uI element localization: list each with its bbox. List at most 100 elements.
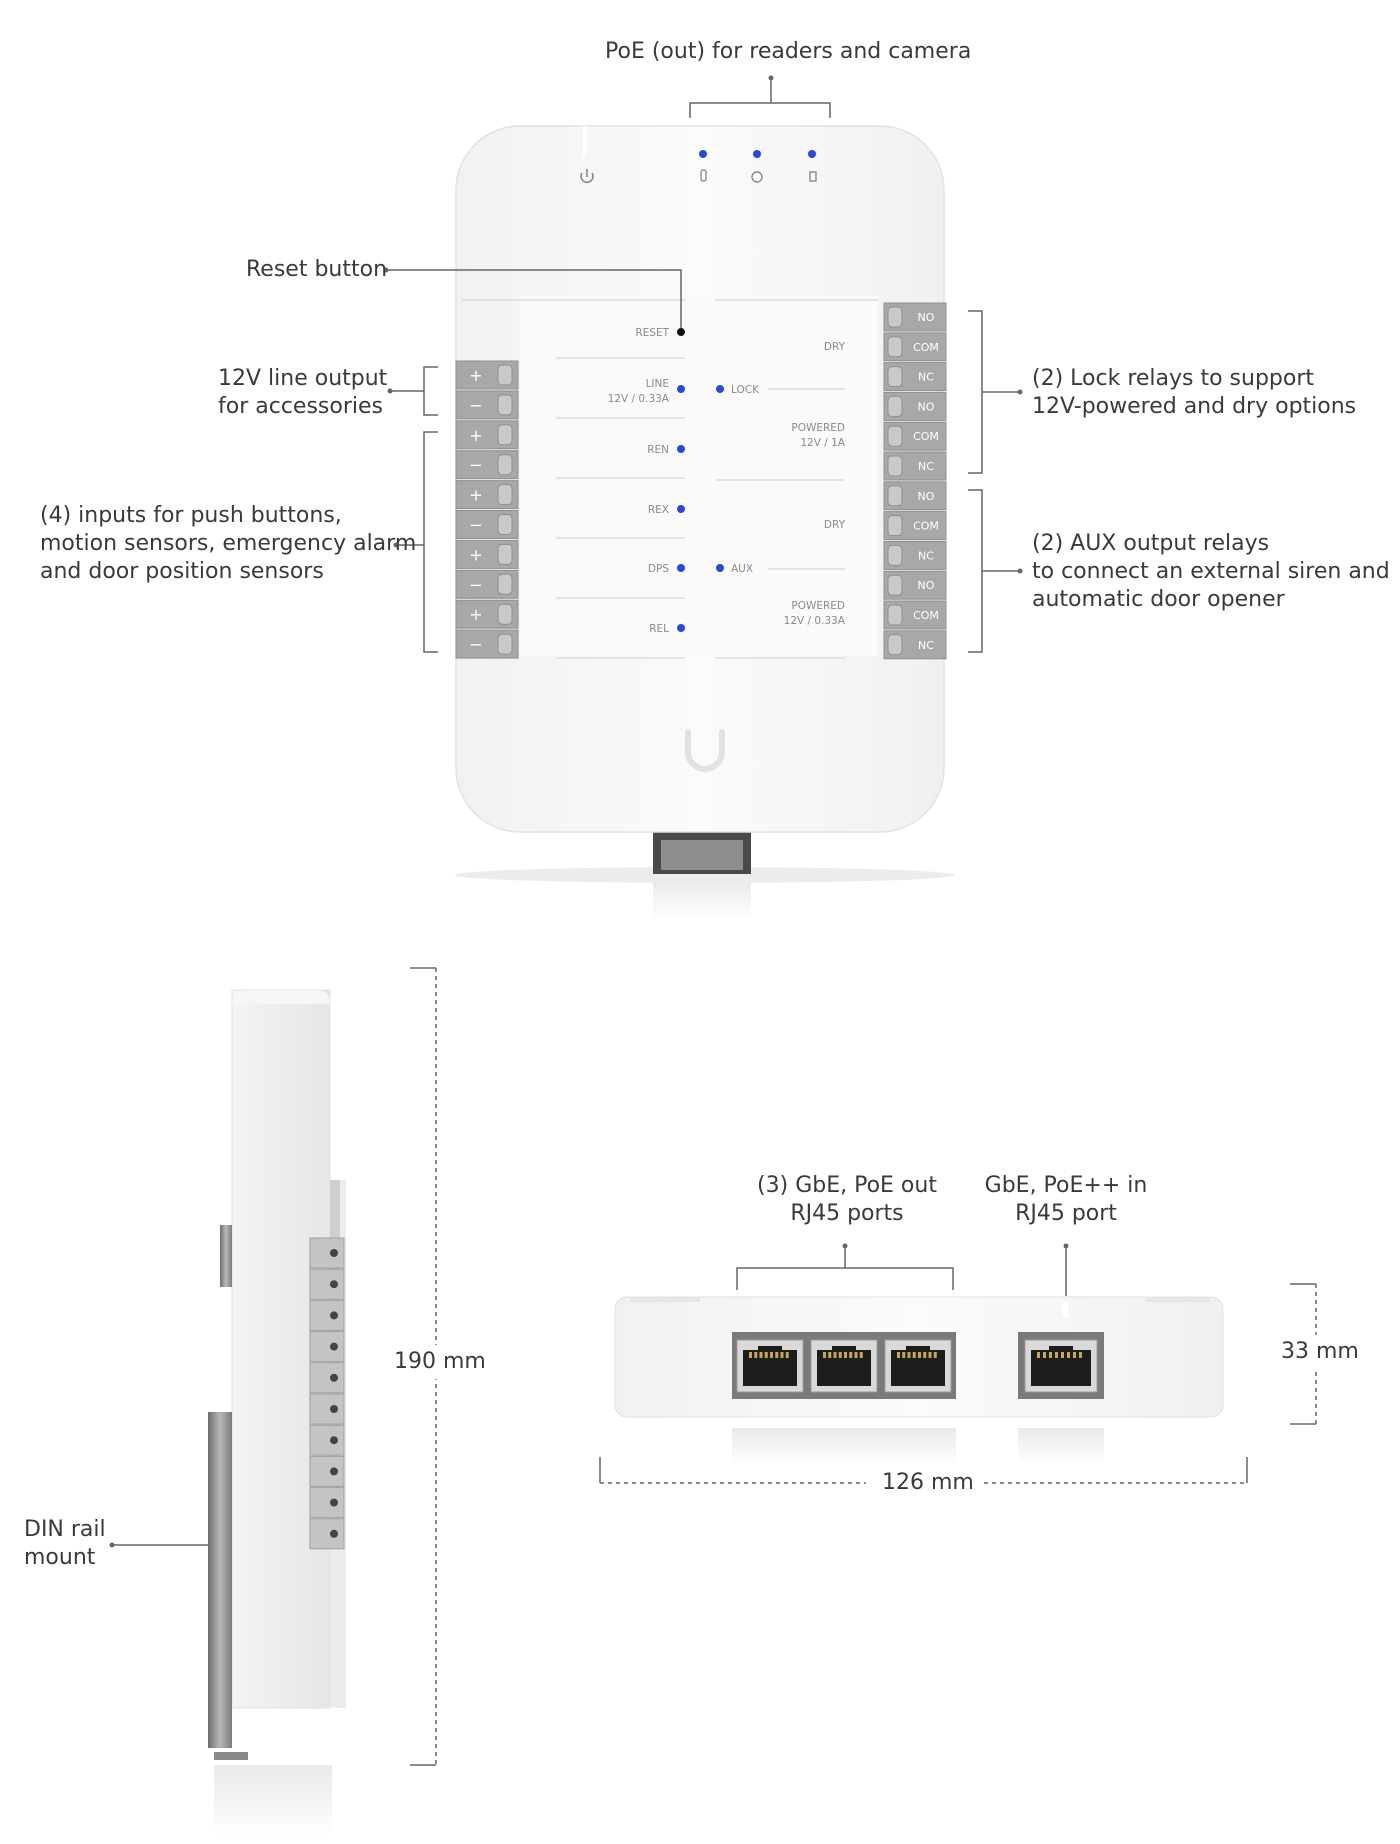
terminal-sign: + (469, 366, 482, 385)
side-terminal-strip (309, 1237, 345, 1550)
callout-line-output: 12V line output for accessories (218, 366, 388, 419)
right-terminal[interactable]: NC (883, 451, 947, 481)
left-terminal[interactable]: + (455, 539, 519, 569)
callout-inputs: (4) inputs for push buttons, motion sens… (40, 503, 417, 584)
side-terminal (309, 1362, 345, 1394)
camera-icon (751, 171, 763, 183)
ren-led (677, 445, 685, 453)
reset-button[interactable] (677, 328, 685, 336)
terminal-label: NO (918, 490, 935, 503)
side-terminal (309, 1424, 345, 1456)
terminal-sign: − (469, 456, 482, 475)
ubiquiti-logo-icon (685, 729, 725, 772)
height-dimension (410, 967, 437, 1766)
power-icon (580, 169, 594, 184)
side-terminal (309, 1331, 345, 1363)
terminal-sign: + (469, 605, 482, 624)
dimension-width-label: 126 mm (882, 1470, 974, 1495)
poe-out-ports-bracket (736, 1248, 954, 1290)
terminal-sign: + (469, 545, 482, 564)
left-terminal[interactable]: + (455, 360, 519, 390)
rj45-jack[interactable] (884, 1339, 952, 1393)
right-terminal[interactable]: NC (883, 362, 947, 392)
side-terminal (309, 1455, 345, 1487)
label-dps: DPS (648, 563, 669, 575)
terminal-sign: − (469, 396, 482, 415)
aux-led (716, 564, 724, 572)
label-aux: AUX (731, 563, 753, 575)
label-line-rating: 12V / 0.33A (608, 393, 670, 405)
upper-clip (220, 1225, 232, 1287)
terminal-label: NO (918, 311, 935, 324)
left-terminal[interactable]: − (455, 629, 519, 659)
callout-poe-in-port: GbE, PoE++ in RJ45 port (984, 1173, 1148, 1226)
terminal-label: NC (918, 371, 934, 384)
right-terminal[interactable]: NC (883, 540, 947, 570)
terminal-sign: − (469, 575, 482, 594)
left-terminal[interactable]: − (455, 510, 519, 539)
poe-out-bracket (689, 80, 831, 118)
side-terminal (309, 1393, 345, 1425)
terminal-label: COM (913, 609, 939, 622)
terminal-label: COM (913, 520, 939, 533)
left-terminal[interactable]: + (455, 599, 519, 629)
callout-lock-relays: (2) Lock relays to support 12V-powered a… (1032, 366, 1357, 419)
reader-icon (700, 169, 707, 182)
label-reset: RESET (635, 327, 669, 339)
callout-aux-relays: (2) AUX output relays to connect an exte… (1032, 531, 1390, 612)
terminal-sign: + (469, 426, 482, 445)
terminal-label: COM (913, 430, 939, 443)
terminal-sign: + (469, 486, 482, 505)
rj45-jack[interactable] (810, 1339, 878, 1393)
callout-din-rail: DIN rail mount (24, 1517, 106, 1570)
right-terminal[interactable]: COM (883, 511, 947, 541)
right-terminal[interactable]: NO (883, 481, 947, 511)
label-rex: REX (648, 504, 669, 516)
left-terminal[interactable]: − (455, 450, 519, 480)
terminal-label: COM (913, 341, 939, 354)
right-terminal[interactable]: NO (883, 391, 947, 421)
lock-icon (809, 171, 817, 182)
rj45-jack[interactable] (736, 1339, 804, 1393)
line-led (677, 385, 685, 393)
side-terminal (309, 1237, 345, 1269)
label-powered-aux: POWERED (791, 600, 845, 612)
terminal-label: NO (918, 579, 935, 592)
left-terminal-block: + − + − + − + − + − (455, 360, 519, 659)
side-terminal (309, 1487, 345, 1519)
reset-leader (388, 269, 682, 328)
callout-poe-out-ports: (3) GbE, PoE out RJ45 ports (757, 1173, 937, 1226)
label-dry-aux: DRY (824, 519, 846, 531)
front-view-device: RESET LINE 12V / 0.33A REN REX DPS REL L… (455, 125, 955, 920)
side-terminal (309, 1268, 345, 1300)
left-terminal[interactable]: − (455, 390, 519, 420)
label-powered-lock: POWERED (791, 422, 845, 434)
right-terminal[interactable]: NC (883, 630, 947, 660)
din-rail-mount (208, 1412, 232, 1748)
right-terminal-block: NO COM NC NO COM NC NO COM NC NO COM NC (883, 302, 947, 660)
callout-reset: Reset button (246, 257, 388, 282)
rel-led (677, 624, 685, 632)
label-lock-rating: 12V / 1A (800, 437, 845, 449)
label-rel: REL (649, 623, 669, 635)
right-terminal[interactable]: NO (883, 570, 947, 600)
port-view-device (614, 1296, 1224, 1464)
label-lock: LOCK (731, 384, 760, 396)
left-terminal[interactable]: − (455, 569, 519, 599)
right-terminal[interactable]: COM (883, 600, 947, 630)
dimension-height-label: 190 mm (394, 1349, 486, 1374)
left-terminal[interactable]: + (455, 480, 519, 510)
label-aux-rating: 12V / 0.33A (784, 615, 846, 627)
inputs-bracket (398, 431, 438, 653)
rj45-jack[interactable] (1024, 1339, 1098, 1393)
terminal-sign: − (469, 516, 482, 535)
terminal-label: NC (918, 639, 934, 652)
right-terminal[interactable]: NO (883, 302, 947, 332)
lock-led (716, 385, 724, 393)
status-led-2 (753, 150, 761, 158)
dps-led (677, 564, 685, 572)
right-terminal[interactable]: COM (883, 421, 947, 451)
left-terminal[interactable]: + (455, 420, 519, 450)
right-terminal[interactable]: COM (883, 332, 947, 362)
